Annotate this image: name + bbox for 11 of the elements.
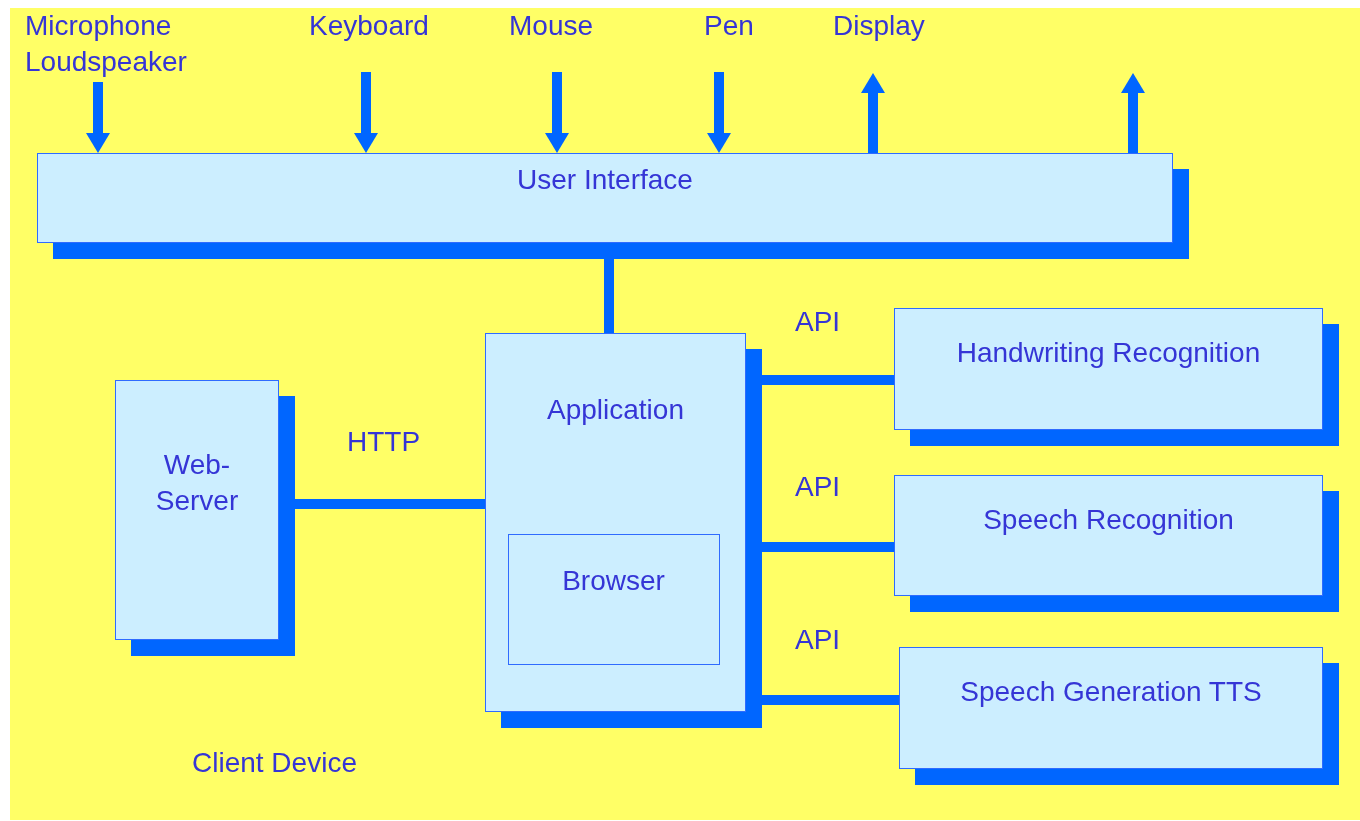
edge-label: HTTP bbox=[347, 425, 421, 459]
io-device-label: Microphone Loudspeaker bbox=[25, 8, 225, 82]
edge-label: API bbox=[795, 470, 841, 504]
io-device-label: Pen bbox=[704, 8, 764, 46]
io-device-label: Display bbox=[833, 8, 943, 46]
io-device-label: Keyboard bbox=[309, 8, 449, 46]
edge-label: API bbox=[795, 623, 841, 657]
io-device-label: Mouse bbox=[509, 8, 609, 46]
region-label: Client Device bbox=[192, 746, 357, 780]
component-box: Browser bbox=[507, 533, 720, 665]
edge-label: API bbox=[795, 305, 841, 339]
